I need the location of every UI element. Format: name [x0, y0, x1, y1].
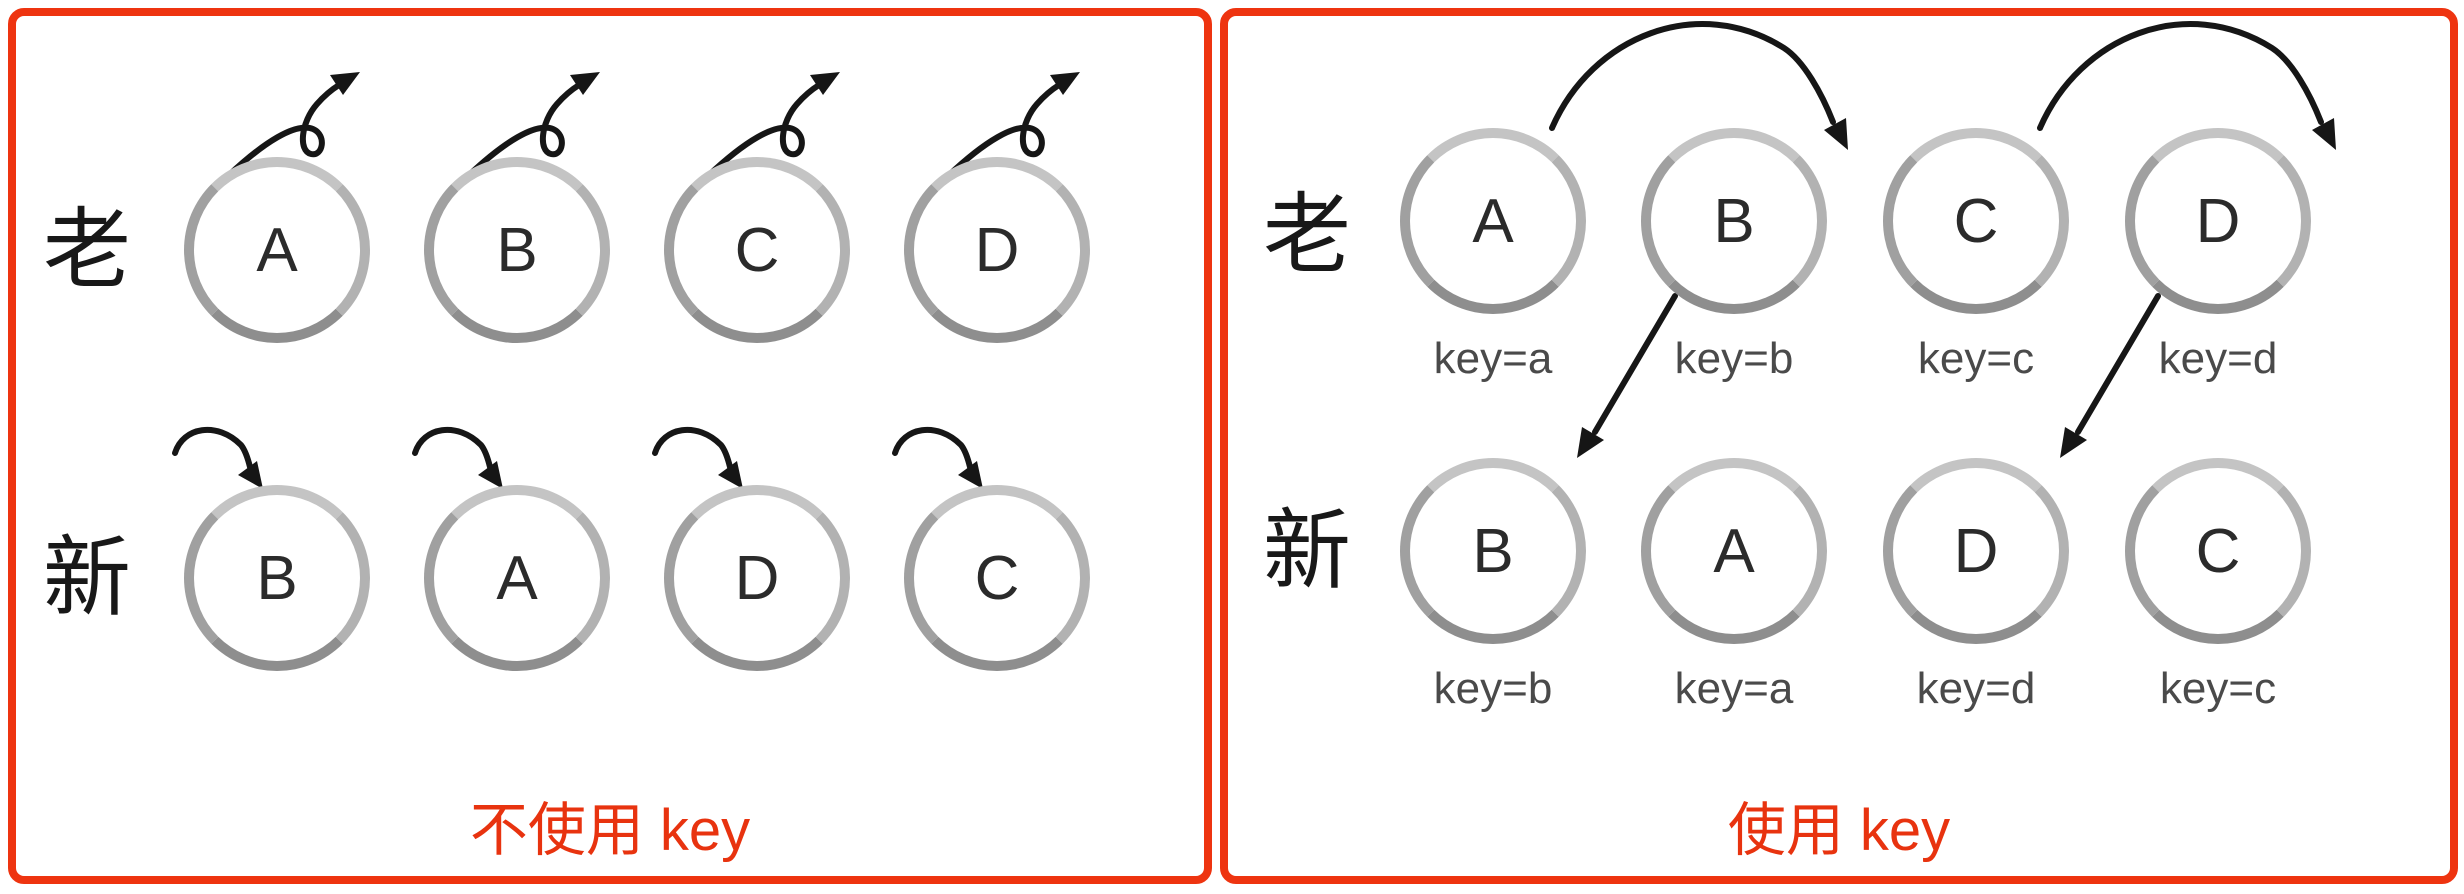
node-letter: D [2195, 186, 2241, 256]
node-letter: C [734, 215, 780, 285]
key-label: key=c [1917, 334, 2035, 383]
reuse-diagonal-arrow-b-icon [1577, 293, 1678, 458]
node-circle: D [1883, 458, 2069, 644]
new-row-label: 新 [42, 528, 131, 627]
move-arrow-icon [892, 426, 983, 489]
self-loop-arrow-icon [465, 72, 600, 179]
reorder-arc-arrow-a-icon [1549, 21, 1848, 150]
node-circle: C [904, 485, 1090, 671]
node-letter: A [1472, 186, 1514, 256]
node-letter: B [1472, 516, 1514, 586]
node-circle: B [184, 485, 370, 671]
node-letter: A [496, 543, 538, 613]
key-label: key=d [1916, 664, 2036, 713]
node-letter: A [256, 215, 298, 285]
move-arrow-icon [412, 426, 503, 489]
reuse-diagonal-arrow-d-icon [2060, 293, 2161, 458]
node-circle: A [424, 485, 610, 671]
key-label: key=a [1674, 664, 1794, 713]
node-circle: D [664, 485, 850, 671]
node-circle: A [1400, 128, 1586, 314]
node-circle: B [424, 157, 610, 343]
node-circle: B [1400, 458, 1586, 644]
self-loop-arrow-icon [705, 72, 840, 179]
node-letter: D [734, 543, 780, 613]
reorder-arc-arrow-c-icon [2037, 21, 2336, 150]
node-letter: B [496, 215, 538, 285]
key-label: key=b [1433, 664, 1553, 713]
node-circle: D [904, 157, 1090, 343]
node-circle: B [1641, 128, 1827, 314]
node-circle: A [1641, 458, 1827, 644]
key-label: key=b [1674, 334, 1794, 383]
move-arrow-icon [172, 426, 263, 489]
old-row-label: 老 [1262, 185, 1351, 284]
caption-with-key: 使用 key [1727, 798, 1951, 863]
node-letter: D [1953, 516, 1999, 586]
key-label: key=a [1433, 334, 1553, 383]
node-letter: C [2195, 516, 2241, 586]
node-circle: C [664, 157, 850, 343]
new-row-label: 新 [1262, 501, 1351, 600]
node-letter: B [1713, 186, 1755, 256]
self-loop-arrow-icon [225, 72, 360, 179]
node-circle: C [1883, 128, 2069, 314]
key-label: key=d [2158, 334, 2278, 383]
node-circle: A [184, 157, 370, 343]
move-arrow-icon [652, 426, 743, 489]
node-letter: B [256, 543, 298, 613]
key-label: key=c [2159, 664, 2277, 713]
caption-no-key: 不使用 key [469, 798, 751, 863]
self-loop-arrow-icon [945, 72, 1080, 179]
node-letter: C [974, 543, 1020, 613]
node-letter: C [1953, 186, 1999, 256]
node-circle: D [2125, 128, 2311, 314]
node-letter: D [974, 215, 1020, 285]
old-row-label: 老 [42, 200, 131, 299]
panel-no-key: 老 新 不使用 key A B C D B A D C [8, 8, 1212, 884]
node-letter: A [1713, 516, 1755, 586]
node-circle: C [2125, 458, 2311, 644]
